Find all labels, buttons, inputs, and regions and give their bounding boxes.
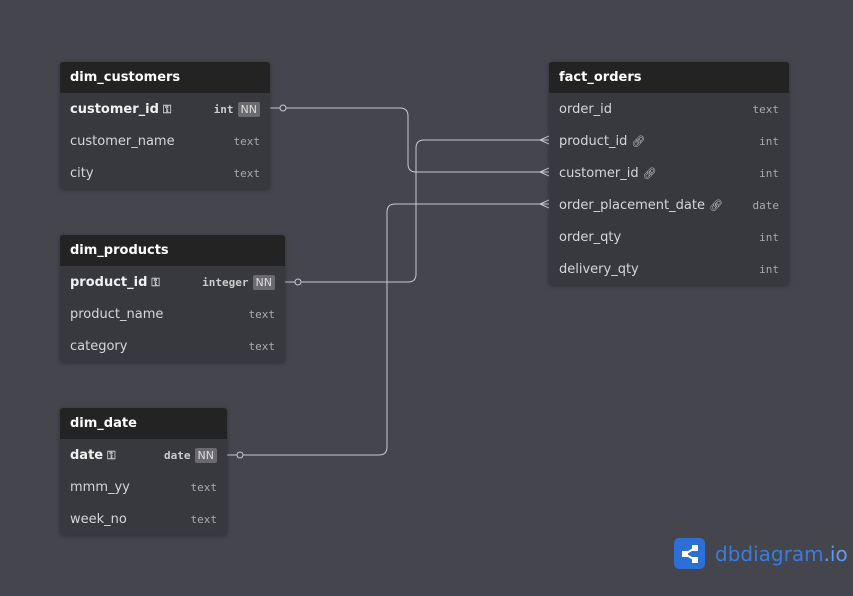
field-row[interactable]: city text	[60, 157, 270, 189]
link-icon: 🔗︎	[708, 198, 723, 212]
field-name: product_id	[70, 274, 148, 290]
field-type: text	[233, 134, 261, 148]
field-row[interactable]: order_id text	[549, 93, 789, 125]
field-name: product_id	[559, 133, 628, 149]
not-null-badge: NN	[237, 101, 260, 117]
logo-text: dbdiagram	[715, 541, 824, 566]
field-type: date	[164, 448, 191, 462]
field-name: order_qty	[559, 229, 622, 245]
field-name: category	[70, 338, 128, 354]
field-type: text	[752, 102, 780, 116]
field-name: delivery_qty	[559, 261, 639, 277]
field-row[interactable]: customer_name text	[60, 125, 270, 157]
field-row[interactable]: week_no text	[60, 503, 227, 535]
field-name: order_placement_date	[559, 197, 705, 213]
field-name: order_id	[559, 101, 613, 117]
field-type: int	[759, 166, 779, 180]
field-name: customer_name	[70, 133, 175, 149]
rel-customer	[270, 107, 549, 173]
field-type: text	[248, 307, 276, 321]
logo-suffix: .io	[823, 541, 848, 566]
table-header: fact_orders	[549, 62, 789, 93]
field-row[interactable]: mmm_yy text	[60, 471, 227, 503]
field-name: city	[70, 165, 94, 181]
field-type: int	[213, 102, 234, 116]
field-type: text	[233, 166, 261, 180]
key-icon: ⚿	[151, 275, 160, 289]
field-type: date	[752, 198, 780, 212]
field-name: customer_id	[70, 101, 159, 117]
dbdiagram-logo[interactable]: dbdiagram.io	[674, 538, 848, 569]
field-row[interactable]: customer_id🔗︎ int	[549, 157, 789, 189]
link-icon: 🔗︎	[642, 166, 657, 180]
link-icon: 🔗︎	[631, 134, 646, 148]
not-null-badge: NN	[194, 447, 217, 463]
field-type: text	[190, 512, 218, 526]
field-row[interactable]: category text	[60, 330, 285, 362]
field-type: integer	[202, 275, 249, 289]
field-name: mmm_yy	[70, 479, 130, 495]
field-type: int	[759, 134, 779, 148]
field-name: date	[70, 447, 104, 463]
rel-product	[285, 139, 549, 283]
field-type: int	[759, 262, 779, 276]
field-name: customer_id	[559, 165, 639, 181]
table-header: dim_customers	[60, 62, 270, 93]
share-icon	[674, 538, 705, 569]
key-icon: ⚿	[162, 102, 172, 116]
table-header: dim_products	[60, 235, 285, 266]
field-row[interactable]: delivery_qty int	[549, 253, 789, 285]
table-header: dim_date	[60, 408, 227, 439]
field-type: text	[190, 480, 218, 494]
field-row[interactable]: product_id🔗︎ int	[549, 125, 789, 157]
rel-date	[227, 203, 549, 456]
field-name: week_no	[70, 511, 127, 527]
field-type: int	[759, 230, 779, 244]
field-row[interactable]: product_name text	[60, 298, 285, 330]
field-type: text	[248, 339, 276, 353]
field-row[interactable]: order_qty int	[549, 221, 789, 253]
key-icon: ⚿	[107, 448, 116, 462]
field-name: product_name	[70, 306, 164, 322]
not-null-badge: NN	[252, 274, 275, 290]
field-row[interactable]: order_placement_date🔗︎ date	[549, 189, 789, 221]
